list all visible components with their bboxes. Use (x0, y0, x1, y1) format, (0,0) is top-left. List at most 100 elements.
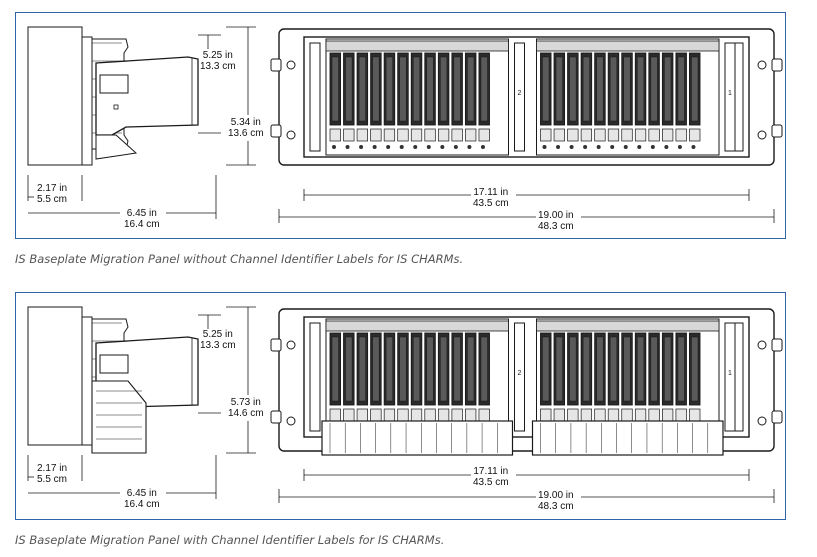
front-connector-dot (596, 145, 601, 149)
front-charm-face (467, 336, 475, 402)
front-rack-ear-tab (270, 338, 282, 352)
front-charm-face (623, 56, 631, 122)
dimension-lines (27, 306, 775, 503)
front-terminal-block (594, 128, 606, 142)
front-slot-column (514, 322, 525, 432)
front-terminal-block (689, 408, 701, 422)
front-slot-column (514, 42, 525, 152)
front-connector-dot (569, 145, 574, 149)
front-connector-dot (664, 145, 669, 149)
front-connector-dot (440, 145, 445, 149)
front-terminal-block (451, 408, 463, 422)
front-connector-dot (399, 145, 404, 149)
front-terminal-block (634, 408, 647, 422)
front-charm-face (691, 336, 699, 402)
front-terminal-block (478, 408, 490, 422)
front-connector-dot (542, 145, 547, 149)
front-charm-face (664, 56, 672, 122)
front-charm-face (358, 56, 366, 122)
front-rack-ear-tab (771, 124, 783, 138)
front-charm-face (331, 336, 339, 402)
front-screw-hole (286, 130, 296, 140)
front-terminal-block (356, 128, 368, 142)
front-terminal-block (689, 128, 701, 142)
front-slot-label: 1 (728, 90, 732, 97)
front-terminal-block (553, 128, 565, 142)
dimension-lines (27, 26, 775, 223)
front-charm-face (542, 336, 550, 402)
side-screw (113, 104, 119, 110)
front-terminal-block (343, 128, 355, 142)
front-left-rail (309, 322, 321, 432)
front-connector-dot (637, 145, 642, 149)
front-terminal-block (437, 408, 450, 422)
front-charm-face (426, 336, 434, 402)
front-terminal-block (424, 408, 436, 422)
front-charm-face (467, 56, 475, 122)
front-slot-label: 1 (728, 370, 732, 377)
front-terminal-block (424, 128, 436, 142)
front-charm-face (582, 336, 590, 402)
front-terminal-block (675, 408, 687, 422)
front-terminal-block (397, 128, 409, 142)
side-label-holder (91, 380, 147, 454)
front-slot-label: 2 (518, 90, 522, 97)
front-connector-dot (332, 145, 336, 149)
side-view (27, 26, 199, 166)
front-terminal-block (465, 408, 477, 422)
side-flange (81, 316, 93, 446)
front-bank-outline (325, 38, 509, 156)
front-charm-face (413, 56, 421, 122)
front-connector-dot (677, 145, 682, 149)
caption-with-labels: IS Baseplate Migration Panel with Channe… (15, 533, 445, 547)
front-terminal-block (329, 128, 341, 142)
front-terminal-block (343, 408, 355, 422)
front-rack-ear-tab (270, 124, 282, 138)
front-charm-face (480, 56, 488, 122)
front-connector-dot (650, 145, 655, 149)
front-terminal-block (410, 408, 423, 422)
front-charm-face (691, 56, 699, 122)
front-identifier-label-tray (531, 420, 724, 456)
front-screw-hole (757, 340, 767, 350)
front-left-rail (309, 42, 321, 152)
front-screw-hole (757, 60, 767, 70)
front-charm-face (440, 56, 448, 122)
caption-without-labels: IS Baseplate Migration Panel without Cha… (15, 252, 464, 266)
front-connector-dot (691, 145, 696, 149)
front-slot-column (724, 42, 736, 152)
front-terminal-strip-top (536, 320, 720, 332)
front-charm-face (413, 336, 421, 402)
front-connector-dot (426, 145, 431, 149)
front-slot-label: 2 (518, 370, 522, 377)
front-terminal-block (580, 408, 593, 422)
front-charm-face (596, 56, 604, 122)
front-terminal-block (370, 128, 382, 142)
front-charm-face (650, 336, 658, 402)
front-terminal-block (634, 128, 647, 142)
front-charm-face (542, 56, 550, 122)
front-terminal-block (540, 128, 552, 142)
front-rack-ear-tab (771, 410, 783, 424)
front-terminal-block (540, 408, 552, 422)
front-terminal-block (662, 408, 674, 422)
front-terminal-block (478, 128, 490, 142)
front-terminal-block (648, 408, 660, 422)
front-charm-face (623, 336, 631, 402)
front-bank-outline (536, 38, 720, 156)
front-charm-face (569, 56, 577, 122)
front-charm-face (453, 56, 461, 122)
front-terminal-block (621, 128, 633, 142)
front-charm-face (677, 336, 685, 402)
front-connector-dot (345, 145, 350, 149)
side-bottom-bracket (95, 134, 138, 160)
front-connector-dot (583, 145, 588, 149)
front-charm-face (426, 56, 434, 122)
